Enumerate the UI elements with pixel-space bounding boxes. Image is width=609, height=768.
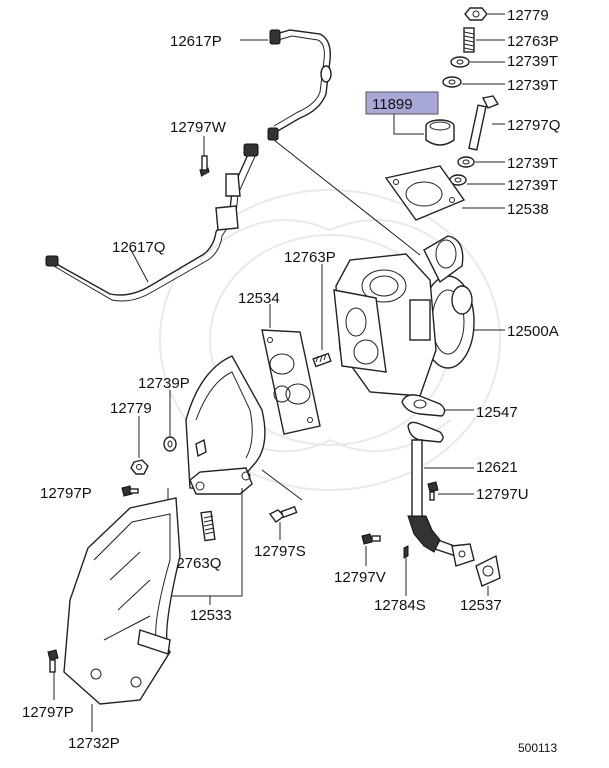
oil-pipe-12617q[interactable] [45,143,259,302]
oil-pipe-12617p[interactable] [267,29,332,141]
bolt-12797p-mid[interactable] [121,485,139,497]
heat-shield-12732p[interactable] [63,497,181,705]
label-12797q: 12797Q [507,117,560,134]
label-12500a: 12500A [507,323,559,340]
label-12617q: 12617Q [112,239,165,256]
highlight-11899[interactable]: 11899 [365,91,439,115]
turbocharger-12500a[interactable] [333,235,475,397]
bolt-12797q[interactable] [468,95,500,151]
label-12797p-mid: 12797P [40,485,92,502]
oil-return-pipe-12621[interactable] [407,421,475,567]
gasket-12534[interactable] [261,329,321,435]
bolt-12797u[interactable] [427,481,439,501]
label-12763p-mid: 12763P [284,249,336,266]
label-12621: 12621 [476,459,518,476]
label-12739t-b: 12739T [507,77,558,94]
washer-12739t-b[interactable] [442,76,462,88]
label-12739p: 12739P [138,375,190,392]
bolt-12797p-bottom[interactable] [47,649,59,673]
label-12784s: 12784S [374,597,426,614]
ring-11899[interactable] [425,119,455,146]
stud-12763p-top[interactable] [463,27,475,53]
label-12732p: 12732P [68,735,120,752]
label-12797p-bottom: 12797P [22,704,74,721]
label-12534: 12534 [238,290,280,307]
figure-number: 500113 [518,741,557,755]
nut-12779-top[interactable] [464,7,488,21]
label-12617p: 12617P [170,33,222,50]
washer-12739t-a[interactable] [450,56,470,68]
gasket-12547[interactable] [401,394,446,417]
stud-12763p-mid[interactable] [312,352,332,368]
label-12739t-d: 12739T [507,177,558,194]
label-12533: 12533 [190,607,232,624]
label-12538: 12538 [507,201,549,218]
label-12797v: 12797V [334,569,386,586]
stud-12763q[interactable] [200,510,216,542]
bolt-12797v[interactable] [361,533,381,545]
label-12797s: 12797S [254,543,306,560]
label-12763p-top: 12763P [507,33,559,50]
label-12797u: 12797U [476,486,529,503]
label-12739t-c: 12739T [507,155,558,172]
washer-12739p[interactable] [163,436,177,452]
label-11899: 11899 [372,96,413,113]
gasket-12538[interactable] [384,165,466,221]
label-12779-left: 12779 [110,400,152,417]
exhaust-fitting-12533[interactable] [185,355,266,495]
label-12797w: 12797W [170,119,227,136]
label-12739t-a: 12739T [507,53,558,70]
clip-12784s[interactable] [403,545,409,559]
label-12779-top: 12779 [507,7,549,24]
bolt-12797s[interactable] [268,505,298,523]
label-12547: 12547 [476,404,518,421]
washer-12739t-c[interactable] [457,156,475,168]
gasket-12537[interactable] [475,554,501,587]
nut-12779-left[interactable] [130,459,149,475]
label-12763q: 12763Q [168,555,221,572]
label-12537: 12537 [460,597,502,614]
